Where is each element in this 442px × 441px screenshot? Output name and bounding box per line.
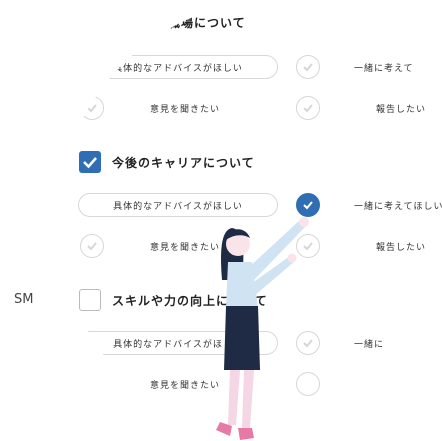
radio-advice[interactable]: [296, 55, 320, 79]
check-icon: [83, 157, 97, 169]
option-report[interactable]: 報告したい: [376, 243, 427, 253]
radio-opinion[interactable]: [80, 96, 104, 120]
option-opinion[interactable]: 意見を聞きたい: [150, 381, 221, 391]
check-icon: [303, 104, 313, 113]
option-pill-advice[interactable]: 具体的なアドバイスがほしい: [78, 193, 278, 217]
radio-advice-selected[interactable]: [296, 193, 320, 217]
option-pill-advice[interactable]: 具体的なアドバイスがほしい: [78, 55, 278, 79]
check-icon: [303, 339, 313, 348]
check-icon: [87, 104, 97, 113]
section-checkbox-skills[interactable]: [79, 289, 101, 311]
magnified-form: 職場について 具体的なアドバイスがほしい 一緒に考えてほしい 意見を聞きたい 報…: [58, 0, 442, 441]
option-think-together[interactable]: 一緒に考えてほしい: [354, 202, 442, 212]
radio-opinion[interactable]: [80, 234, 104, 258]
option-think-together[interactable]: 一緒に考えてほしい: [354, 64, 414, 74]
radio-report[interactable]: [296, 372, 320, 396]
check-icon: [303, 63, 313, 72]
radio-report[interactable]: [296, 234, 320, 258]
section-title-workplace: 職場について: [168, 16, 246, 30]
section-checkbox-career[interactable]: [79, 151, 101, 173]
option-think-together[interactable]: 一緒に考えてほしい: [354, 340, 382, 350]
check-icon: [87, 242, 97, 251]
side-label: SM: [14, 292, 34, 307]
check-icon: [303, 242, 313, 251]
section-title-career: 今後のキャリアについて: [112, 156, 255, 170]
radio-report[interactable]: [296, 96, 320, 120]
option-report[interactable]: 報告したい: [376, 105, 427, 115]
check-icon: [303, 201, 313, 210]
radio-advice[interactable]: [296, 331, 320, 355]
option-opinion[interactable]: 意見を聞きたい: [150, 243, 221, 253]
woman-illustration: [216, 217, 309, 440]
option-opinion[interactable]: 意見を聞きたい: [150, 105, 221, 115]
